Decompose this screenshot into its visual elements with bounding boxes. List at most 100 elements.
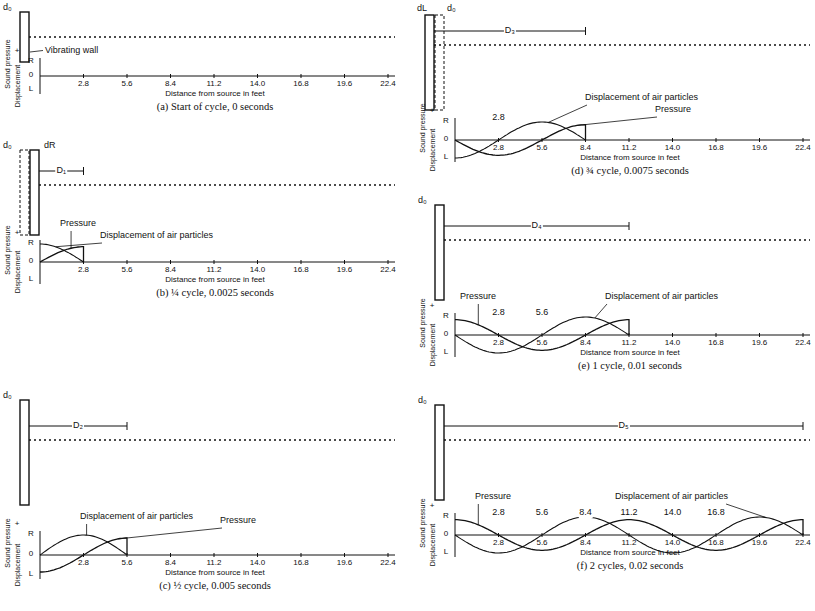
axis-tick — [170, 553, 171, 557]
tick-label: 11.2 — [207, 265, 222, 275]
axis-sign: + — [430, 501, 435, 511]
axis-sign: + — [430, 301, 435, 311]
pressure-curve — [40, 247, 84, 262]
tick-label: 5.6 — [121, 558, 132, 568]
axis-tick — [716, 333, 717, 337]
axis-mark: R — [28, 529, 34, 539]
tick-label: 2.8 — [78, 558, 89, 568]
curve-label: Displacement of air particles — [615, 491, 728, 502]
tick-label: 22.4 — [795, 538, 811, 548]
tick-label: 16.8 — [293, 79, 309, 89]
panel-caption: (a) Start of cycle, 0 seconds — [157, 101, 274, 114]
wall-label: d₀ — [418, 195, 427, 206]
air-column-line — [39, 184, 395, 186]
curve-label: Pressure — [220, 515, 256, 526]
axis-title: Displacement — [13, 251, 22, 293]
distance-label: D₂ — [72, 420, 84, 431]
tick-label: 19.6 — [337, 265, 353, 275]
leader-line — [478, 504, 479, 525]
distance-label: D₄ — [530, 220, 542, 231]
x-axis — [40, 76, 395, 77]
axis-tick — [257, 74, 258, 78]
leader-line — [548, 105, 587, 122]
curve-label: Pressure — [475, 491, 511, 502]
axis-sign: + — [15, 46, 20, 56]
tick-label: 16.8 — [708, 338, 724, 348]
vibrating-wall — [30, 150, 39, 235]
axis-mark: 0 — [444, 529, 448, 539]
axis-mark: R — [28, 56, 34, 66]
axis-tick — [301, 260, 302, 264]
axis-tick — [716, 138, 717, 142]
vibrating-wall — [20, 12, 29, 62]
axis-mark: 0 — [29, 549, 33, 559]
tick-label: 19.6 — [752, 538, 768, 548]
axis-mark: 0 — [29, 70, 33, 80]
axis-title: Distance from source in feet — [165, 89, 265, 99]
tick-label: 19.6 — [752, 143, 768, 153]
curve-label: Pressure — [655, 104, 691, 115]
axis-title: Distance from source in feet — [165, 568, 265, 578]
wall-rest-outline — [20, 150, 29, 235]
leader-line — [478, 304, 479, 325]
tick-label: 16.8 — [708, 538, 724, 548]
tick-label: 11.2 — [622, 538, 637, 548]
tick-label: 14.0 — [665, 338, 681, 348]
tick-label: 2.8 — [493, 538, 504, 548]
distance-number: 8.4 — [578, 507, 593, 518]
axis-tick — [344, 553, 345, 557]
tick-label: 11.2 — [207, 558, 222, 568]
axis-sign: + — [430, 106, 435, 116]
wall-label: d₀ — [3, 140, 12, 151]
axis-tick — [127, 74, 128, 78]
curve-label: Displacement of air particles — [605, 291, 718, 302]
tick-label: 11.2 — [207, 79, 222, 89]
tick-label: 5.6 — [536, 338, 547, 348]
displacement-curve — [455, 317, 629, 353]
wall-label: dR — [44, 140, 56, 151]
distance-tick — [629, 222, 630, 230]
tick-label: 8.4 — [165, 558, 176, 568]
tick-label: 5.6 — [121, 265, 132, 275]
axis-tick — [83, 74, 84, 78]
wall-label: d₀ — [418, 395, 427, 406]
axis-title: Sound pressure — [418, 298, 427, 347]
curve-label: Displacement of air particles — [585, 92, 698, 103]
axis-tick — [170, 74, 171, 78]
x-axis — [40, 555, 395, 556]
tick-label: 22.4 — [380, 79, 396, 89]
pressure-curve — [455, 125, 586, 156]
tick-label: 5.6 — [121, 79, 132, 89]
tick-label: 22.4 — [380, 558, 396, 568]
tick-label: 2.8 — [493, 338, 504, 348]
air-column-line — [444, 439, 810, 441]
tick-label: 8.4 — [580, 338, 591, 348]
axis-title: Sound pressure — [418, 103, 427, 152]
axis-title: Displacement — [13, 65, 22, 107]
vibrating-wall — [425, 15, 434, 110]
axis-mark: R — [443, 311, 449, 321]
wall-label: d₀ — [3, 2, 12, 13]
tick-label: 22.4 — [380, 265, 396, 275]
axis-title: Sound pressure — [3, 518, 12, 567]
axis-tick — [301, 553, 302, 557]
axis-mark: 0 — [444, 134, 448, 144]
distance-tick — [83, 167, 84, 175]
axis-mark: L — [29, 274, 33, 284]
tick-label: 8.4 — [580, 143, 591, 153]
displacement-curve — [455, 122, 586, 158]
tick-label: 14.0 — [250, 558, 266, 568]
axis-title: Distance from source in feet — [580, 153, 680, 163]
axis-sign: + — [15, 519, 20, 529]
callout-label: Vibrating wall — [45, 45, 98, 56]
axis-tick — [803, 333, 804, 337]
x-axis — [455, 140, 810, 141]
curve-label: Pressure — [460, 291, 496, 302]
panel-caption: (e) 1 cycle, 0.01 seconds — [578, 360, 682, 373]
axis-tick — [672, 138, 673, 142]
curve-label: Displacement of air particles — [100, 230, 213, 241]
axis-tick — [388, 74, 389, 78]
axis-tick — [672, 333, 673, 337]
axis-title: Displacement — [428, 524, 437, 566]
panel-caption: (d) ¾ cycle, 0.0075 seconds — [571, 165, 689, 178]
